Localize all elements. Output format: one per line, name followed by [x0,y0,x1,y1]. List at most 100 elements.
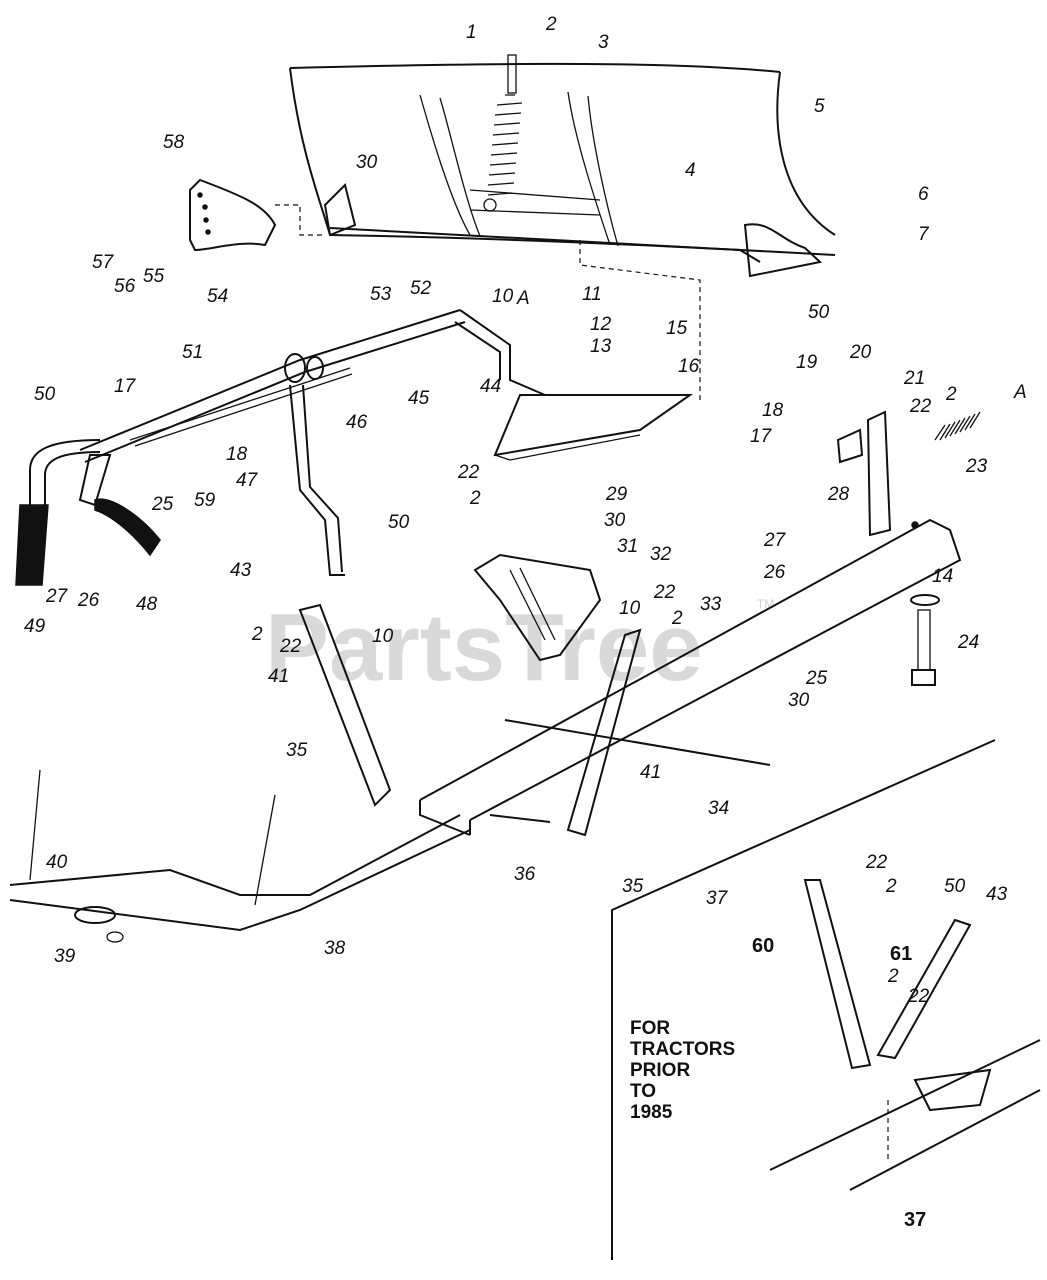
callout-48: 48 [136,594,158,615]
callout-10-a: 10 [492,286,514,307]
callout-59: 59 [194,490,216,511]
bracket-54 [189,178,325,252]
callout-22-a: 22 [457,462,480,483]
plow-blade [289,62,836,278]
callout-37-a: 37 [706,888,729,909]
callout-22-e: 22 [865,852,888,873]
callout-7: 7 [918,224,930,245]
callout-57: 57 [92,252,115,273]
callout-50-a: 50 [808,302,830,323]
callout-60: 60 [752,935,774,957]
watermark-trademark: TM [757,597,774,611]
callout-51: 51 [182,342,203,363]
callout-43-b: 43 [986,884,1008,905]
callout-A-a: A [516,288,530,309]
mount-plate-29 [454,309,694,461]
callout-56: 56 [114,276,136,297]
inset-note-line-5: 1985 [630,1102,673,1123]
callout-23: 23 [965,456,988,477]
bracket-31 [473,553,602,662]
callout-26-a: 26 [77,590,100,611]
callout-14: 14 [932,566,953,587]
callout-2-c: 2 [945,384,957,405]
callout-18-a: 18 [226,444,248,465]
callout-41-a: 41 [268,666,289,687]
callout-40: 40 [46,852,68,873]
callout-54: 54 [207,286,228,307]
callout-37-b: 37 [904,1209,926,1231]
callout-33: 33 [700,594,722,615]
inset-panel [611,739,1041,1260]
callout-25-a: 25 [151,494,174,515]
callout-22-b: 22 [909,396,932,417]
callout-17-a: 17 [114,376,137,397]
frame-38 [9,769,471,943]
callout-34: 34 [708,798,729,819]
callout-35-b: 35 [622,876,644,897]
callout-30-c: 30 [788,690,810,711]
spring-3 [483,54,523,212]
callout-26-b: 26 [763,562,786,583]
callout-22-d: 22 [279,636,302,657]
callout-2-g: 2 [887,966,899,987]
callout-10-b: 10 [619,598,641,619]
callout-2-e: 2 [251,624,263,645]
callout-47: 47 [236,470,259,491]
callout-labels: 1 2 3 5 4 6 7 50 58 30 57 56 55 54 53 52… [24,14,1027,1231]
callout-46: 46 [346,412,368,433]
rod-36 [489,814,551,823]
inset-note-line-4: TO [630,1081,656,1102]
callout-10-c: 10 [372,626,394,647]
callout-2-f: 2 [885,876,897,897]
callout-50-b: 50 [34,384,56,405]
callout-38: 38 [324,938,346,959]
lift-arms-41 [298,603,642,837]
watermark: PartsTree TM [265,594,774,701]
callout-21: 21 [903,368,925,389]
watermark-text: PartsTree [265,594,703,701]
callout-5: 5 [814,96,825,117]
callout-2-b: 2 [469,488,481,509]
inset-note-line-1: FOR [630,1018,670,1039]
rod-34 [504,719,771,766]
bracket-21 [836,410,892,537]
callout-35-a: 35 [286,740,308,761]
callout-22-c: 22 [653,582,676,603]
callout-36: 36 [514,864,536,885]
callout-39: 39 [54,946,76,967]
callout-6: 6 [918,184,929,205]
callout-2-d: 2 [671,608,683,629]
callout-18-b: 18 [762,400,784,421]
inset-note-line-3: PRIOR [630,1060,690,1081]
callout-22-f: 22 [907,986,930,1007]
callout-3: 3 [598,32,609,53]
lift-handle [15,439,161,586]
callout-12: 12 [590,314,612,335]
callout-49: 49 [24,616,46,637]
inset-note-line-2: TRACTORS [630,1039,735,1060]
dashed-guide-blade [579,240,701,400]
callout-31: 31 [617,536,638,557]
callout-41-b: 41 [640,762,661,783]
callout-44: 44 [480,376,501,397]
callout-A-b: A [1013,382,1027,403]
spring-23 [934,411,981,441]
callout-27-b: 27 [763,530,787,551]
callout-13: 13 [590,336,612,357]
callout-15: 15 [666,318,688,339]
callout-50-c: 50 [388,512,410,533]
callout-25-b: 25 [805,668,828,689]
callout-20: 20 [849,342,872,363]
callout-27-a: 27 [45,586,69,607]
callout-32: 32 [650,544,672,565]
callout-4: 4 [685,160,696,181]
callout-28: 28 [827,484,850,505]
callout-52: 52 [410,278,432,299]
callout-55: 55 [143,266,165,287]
frame-33 [419,518,962,836]
callout-30-a: 30 [356,152,378,173]
inset-note: FOR TRACTORS PRIOR TO 1985 [630,1018,735,1123]
callout-11: 11 [582,284,602,305]
callout-45: 45 [408,388,430,409]
callout-43-a: 43 [230,560,252,581]
